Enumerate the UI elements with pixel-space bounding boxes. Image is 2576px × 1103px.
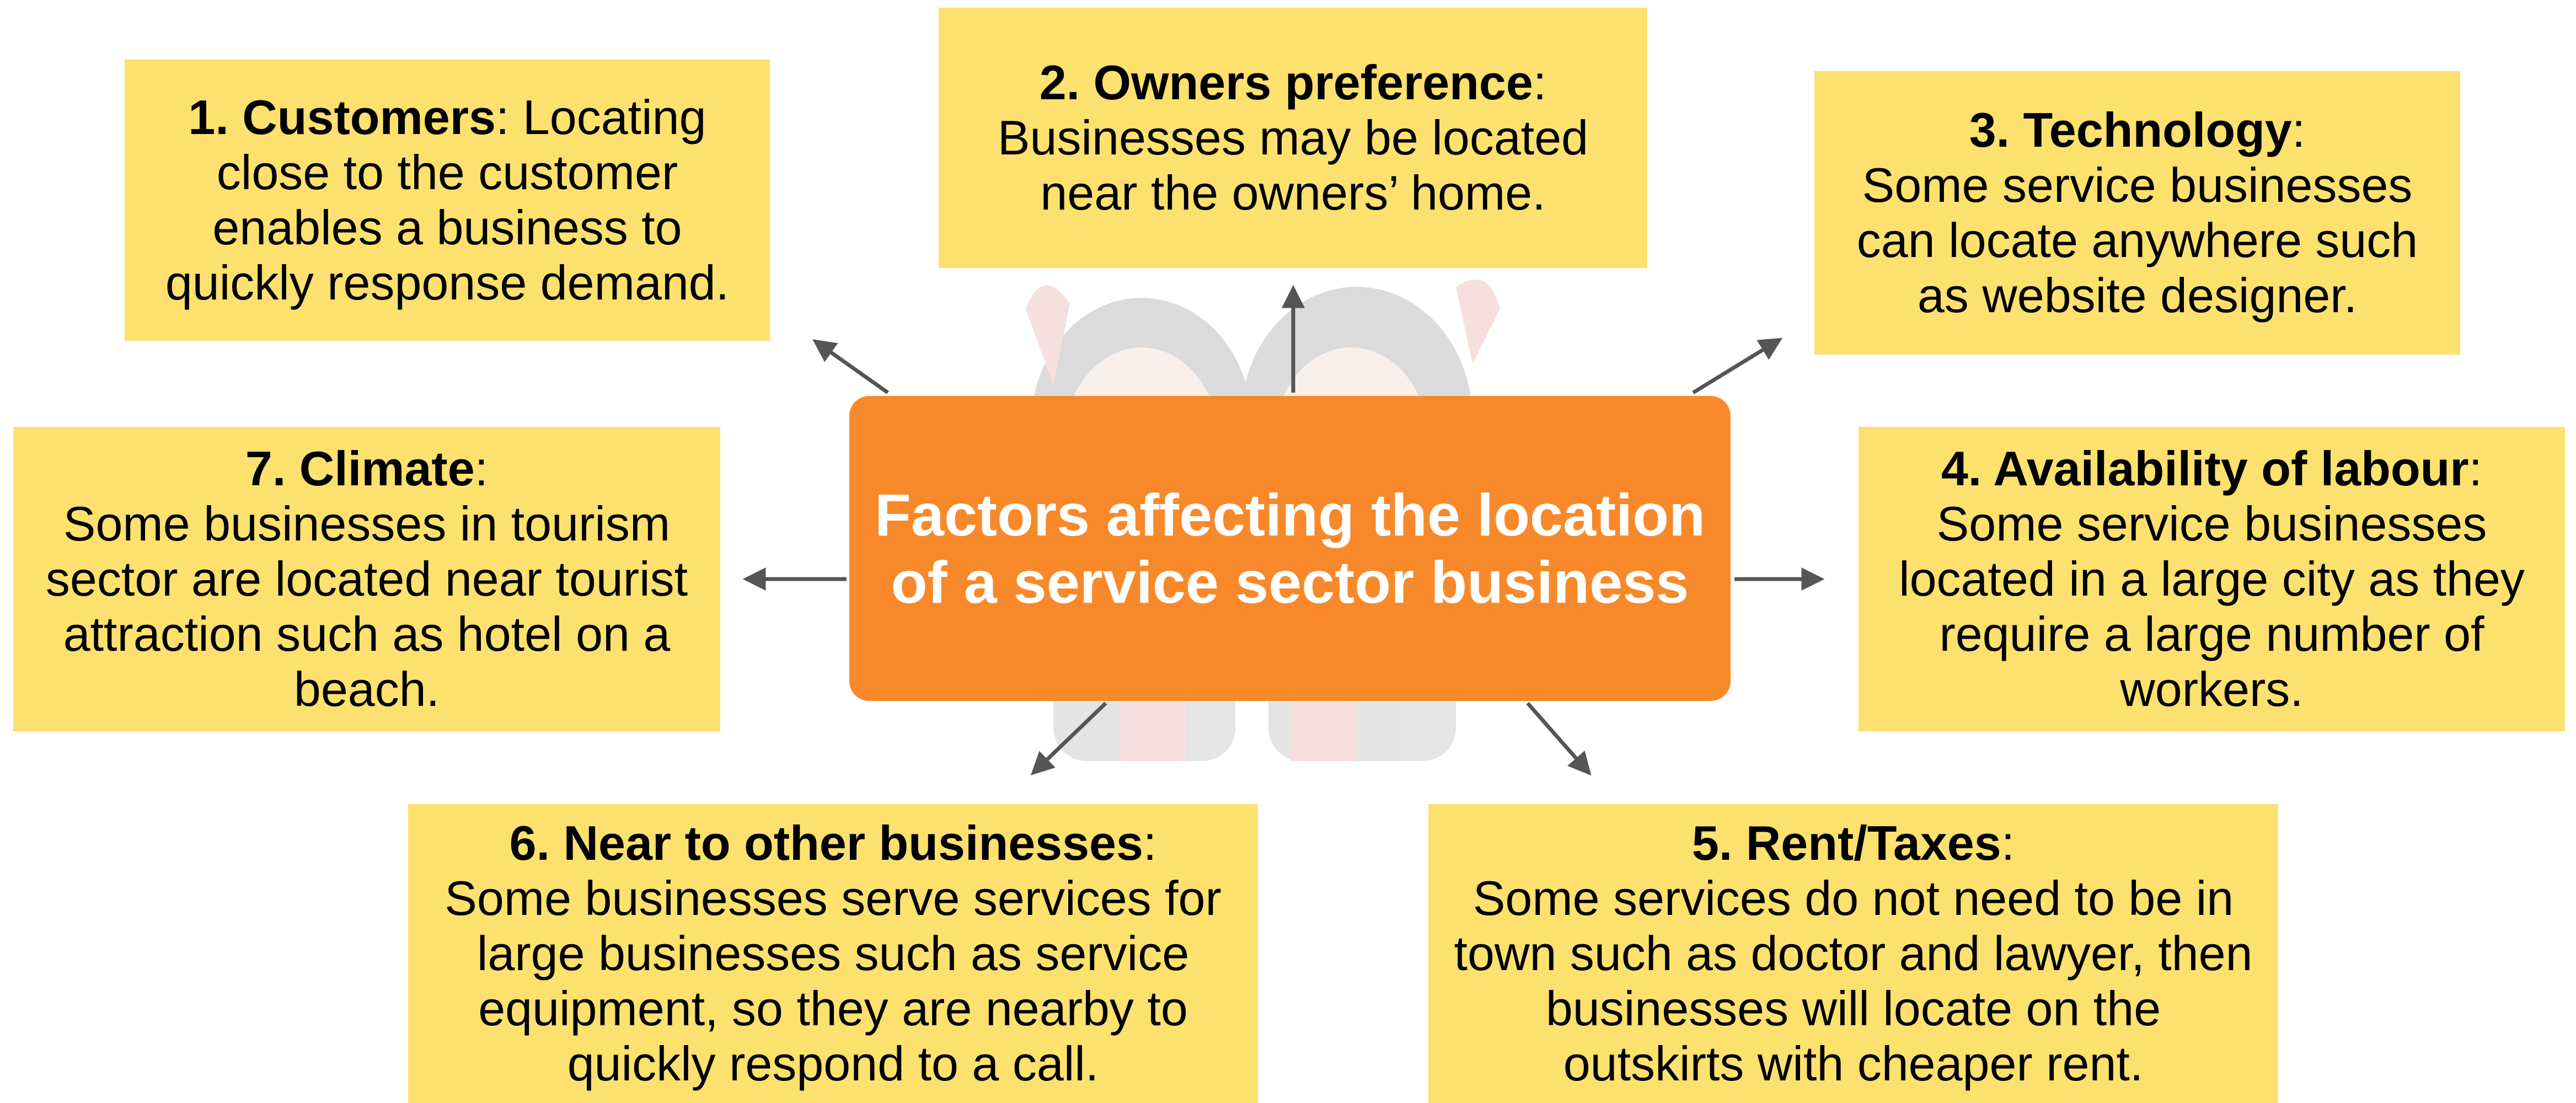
factor-title: 6. Near to other businesses (509, 816, 1143, 870)
arrow-to-customers (812, 339, 890, 394)
factor-title: 2. Owners preference (1039, 55, 1533, 110)
factor-box-rent-taxes: 5. Rent/Taxes: Some services do not need… (1428, 804, 2278, 1103)
factor-box-owners-preference: 2. Owners preference: Businesses may be … (939, 8, 1647, 268)
arrow-to-near-businesses (1030, 702, 1107, 775)
factor-title: 1. Customers (188, 90, 496, 144)
central-topic-line-2: of a service sector business (891, 548, 1689, 615)
factor-title: 4. Availability of labour (1941, 441, 2469, 496)
factor-box-customers: 1. Customers: Locating close to the cust… (125, 60, 770, 341)
central-topic-line-1: Factors affecting the location (874, 481, 1706, 548)
factor-title: 5. Rent/Taxes (1691, 816, 2001, 870)
factor-box-climate: 7. Climate: Some businesses in tourism s… (13, 427, 720, 731)
arrow-to-rent (1526, 702, 1592, 776)
factor-box-availability-of-labour: 4. Availability of labour: Some service … (1859, 427, 2565, 731)
arrow-to-technology (1692, 338, 1783, 394)
factor-title: 3. Technology (1969, 103, 2292, 157)
factor-box-near-other-businesses: 6. Near to other businesses: Some busine… (408, 804, 1258, 1103)
factor-box-technology: 3. Technology: Some service businesses c… (1814, 71, 2460, 355)
factor-title: 7. Climate (245, 441, 475, 496)
